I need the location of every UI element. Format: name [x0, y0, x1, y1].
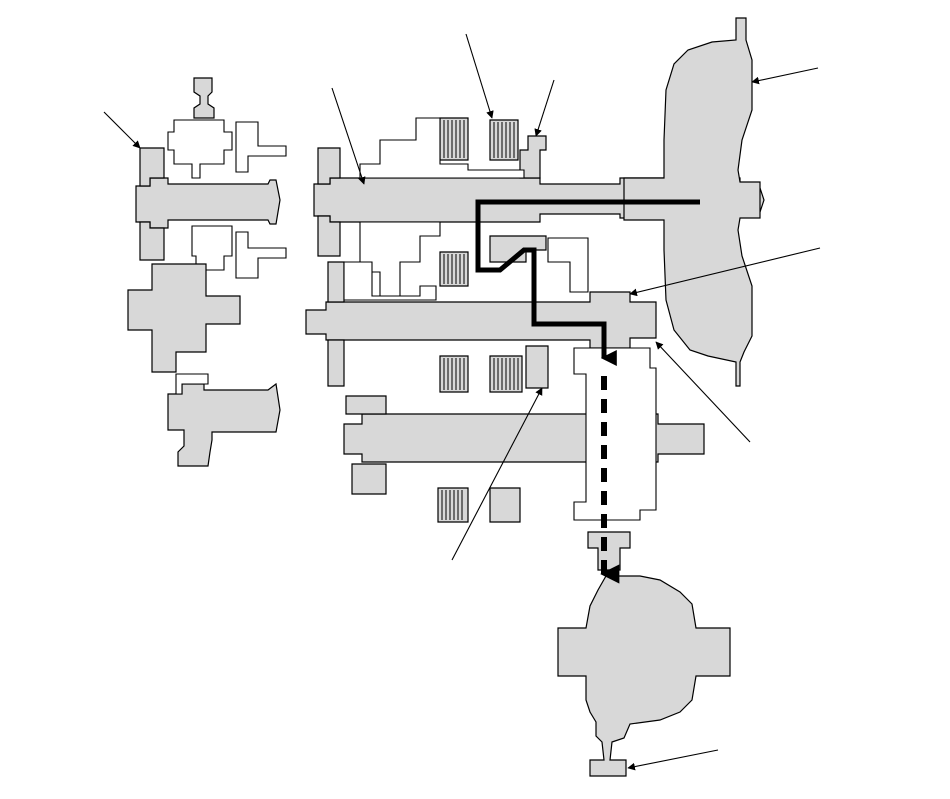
main-clutch-teeth-b [493, 122, 515, 158]
left-upper-shaft [135, 177, 281, 229]
main-drum-outline-lower [359, 221, 441, 297]
leader-main-gear [534, 79, 555, 137]
counter-clutch-teeth-upper [443, 358, 465, 390]
main-clutch-pack-b [489, 119, 519, 161]
left-shaft-assembly [127, 77, 287, 467]
main-clutch-pack-c [439, 251, 469, 287]
countershaft [305, 291, 657, 349]
leader-clutch-b [465, 33, 494, 119]
counter-drum-outline-right [547, 237, 589, 293]
counter-gear-mid [525, 345, 549, 389]
left-clutch-outline-lower [235, 231, 287, 279]
left-middle-shaft [127, 263, 241, 373]
left-clutch-outline-upper [235, 121, 287, 173]
counter-clutch-teeth-right [493, 358, 519, 390]
leader-lines [103, 33, 821, 771]
counter-drum-outline [343, 261, 437, 301]
secondary-left-gear [351, 463, 387, 495]
mainshaft-left-collar [317, 147, 341, 185]
counter-clutch-pack-upper [439, 355, 469, 393]
countershaft-left-collar [327, 261, 345, 303]
differential-housing [557, 575, 731, 777]
main-gear-right [519, 135, 547, 179]
countershaft-assembly [305, 237, 657, 393]
left-lower-hub [175, 373, 209, 395]
output-housing-outline [573, 347, 657, 521]
leader-torque-converter [751, 67, 819, 85]
main-clutch-teeth-c [443, 254, 465, 284]
left-gear-housing-lower [191, 225, 233, 271]
secondary-gear-right [489, 487, 521, 523]
leader-countershaft-end [655, 341, 751, 443]
countershaft-left-collar-lower [327, 339, 345, 387]
main-drum-outline-upper [359, 117, 525, 179]
mainshaft-left-collar-lower [317, 215, 341, 257]
leader-differential [627, 749, 719, 771]
leader-left-collar [103, 111, 141, 149]
secondary-left-gear-upper [345, 395, 387, 415]
main-clutch-teeth-a [443, 120, 465, 158]
final-drive-pinion [587, 531, 631, 571]
final-drive-assembly [557, 531, 731, 777]
left-gear-housing-outline [167, 119, 233, 179]
leader-mainshaft [331, 87, 366, 185]
secondary-shaft-assembly [343, 347, 705, 523]
left-collar-lower [139, 221, 165, 261]
secondary-clutch-teeth [441, 490, 463, 520]
left-top-gear [193, 77, 215, 119]
left-lower-shaft [167, 382, 281, 467]
left-collar-upper [139, 147, 165, 187]
leader-counter-gear [451, 387, 543, 561]
power-flow-path [475, 199, 700, 367]
leader-countershaft-gear [629, 247, 821, 297]
